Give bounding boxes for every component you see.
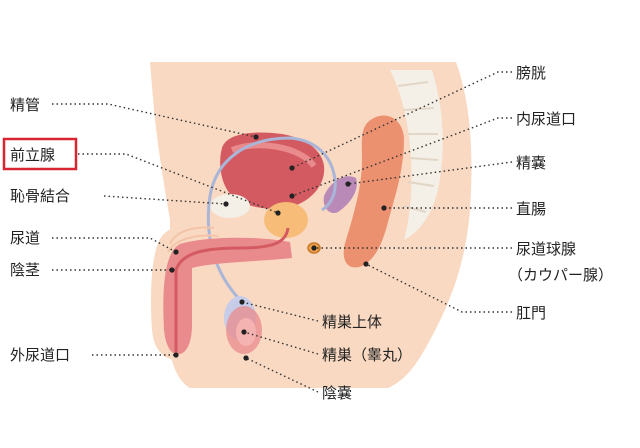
label-gainyodoko: 外尿道口 [10, 346, 70, 364]
spine-bones [390, 70, 443, 240]
pubic-bone [210, 194, 250, 218]
leader-bokou [291, 71, 512, 169]
leader-seikan [52, 103, 257, 138]
leader-seinou [347, 161, 513, 185]
label-seikan: 精管 [10, 96, 40, 114]
leader-nyodo [52, 237, 177, 253]
label-nyodokyusen-1: 尿道球腺 [516, 240, 576, 258]
label-zenritsusen: 前立腺 [10, 146, 55, 164]
label-nainyodoko: 内尿道口 [516, 110, 576, 128]
leader-nainyodoko [291, 117, 512, 197]
labels-bottom: 精巣上体 精巣（睾丸） 陰嚢 [322, 313, 412, 402]
label-seinou: 精嚢 [516, 154, 546, 172]
label-komon: 肛門 [516, 304, 546, 322]
urethra [174, 227, 290, 352]
label-bokou: 膀胱 [516, 64, 546, 82]
corpus-ridges [167, 226, 219, 253]
leader-komon [365, 263, 512, 313]
label-chokucho: 直腸 [516, 200, 546, 218]
rectum [343, 115, 404, 268]
vertebra-marks [397, 81, 439, 213]
leader-seiso [243, 331, 319, 355]
highlight-box [2, 137, 78, 171]
label-nyodokyusen-2: （カウパー腺） [508, 266, 613, 284]
label-inkei: 陰茎 [10, 261, 40, 279]
label-chikotsu: 恥骨結合 [10, 187, 70, 205]
label-nyodo: 尿道 [10, 229, 40, 247]
penis-corpus [163, 237, 292, 355]
label-seisojotai: 精巣上体 [322, 313, 382, 331]
leader-lines [52, 71, 513, 393]
label-innou: 陰嚢 [322, 384, 352, 402]
labels-right: 膀胱 内尿道口 精嚢 直腸 尿道球腺 （カウパー腺） 肛門 [508, 64, 613, 322]
prostate [264, 202, 308, 238]
labels-left: 精管 前立腺 恥骨結合 尿道 陰茎 外尿道口 [10, 96, 70, 364]
label-seiso: 精巣（睾丸） [322, 346, 412, 364]
bladder-wall [230, 142, 317, 168]
leader-dots [169, 134, 387, 361]
